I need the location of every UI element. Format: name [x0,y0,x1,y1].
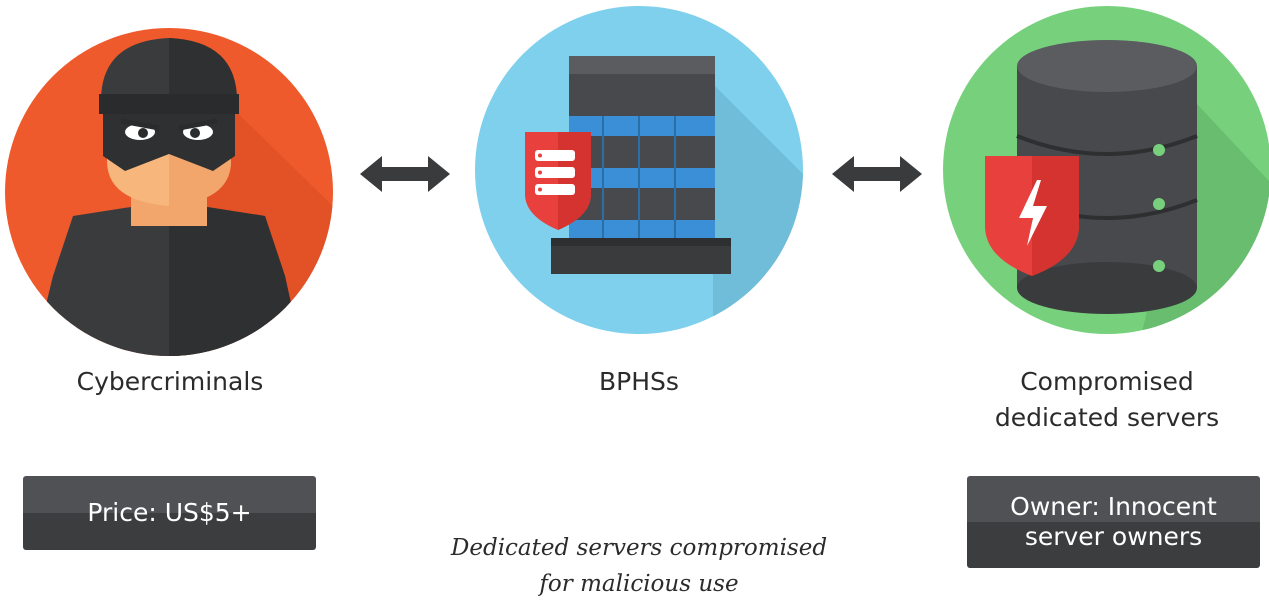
compromised-server-circle [941,4,1269,336]
compromised-servers-label-line2: dedicated servers [994,403,1220,432]
masked-hacker-icon [5,28,333,356]
server-building-icon [475,6,803,334]
database-server-icon [943,6,1269,334]
compromised-servers-label-line1: Compromised [1020,367,1194,396]
owner-tag: Owner: Innocent server owners [967,476,1260,568]
bidirectional-arrow-icon [832,156,922,192]
diagram-caption: Dedicated servers compromised for malici… [389,530,889,602]
bphs-label: BPHSs [599,367,679,396]
price-tag-text: Price: US$5+ [87,498,252,527]
bphs-circle [473,4,805,336]
cybercriminal-circle [3,26,335,358]
owner-tag-line1: Owner: Innocent [1010,492,1217,521]
caption-line2: for malicious use [539,571,739,597]
compromised-servers-label: Compromised dedicated servers [957,364,1257,436]
bidirectional-arrow-icon [360,156,450,192]
cybercriminals-label: Cybercriminals [76,367,264,396]
caption-line1: Dedicated servers compromised [450,535,828,561]
owner-tag-line2: server owners [1024,522,1203,551]
price-tag: Price: US$5+ [23,476,316,550]
